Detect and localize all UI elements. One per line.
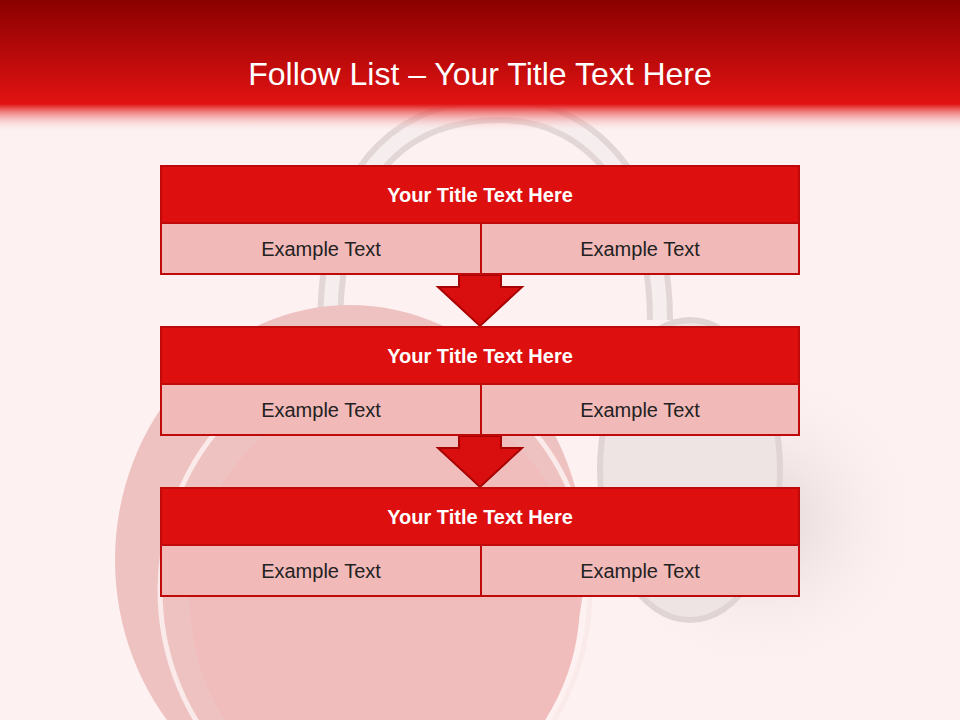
slide-title: Follow List – Your Title Text Here	[0, 52, 960, 96]
box-heading: Your Title Text Here	[162, 167, 798, 224]
list-box: Your Title Text HereExample Text Example …	[160, 326, 800, 436]
cell-text: Example Text	[572, 398, 708, 422]
box-heading: Your Title Text Here	[162, 328, 798, 385]
cell-text: Example Text	[572, 559, 708, 583]
box-heading: Your Title Text Here	[162, 489, 798, 546]
text-cell: Example Text	[162, 385, 480, 434]
cell-text: Example Text	[253, 559, 389, 583]
title-bar	[0, 0, 960, 104]
text-cell: Example Text	[480, 224, 798, 273]
down-arrow	[438, 436, 522, 487]
text-cell: Example Text	[480, 546, 798, 595]
down-arrow	[438, 275, 522, 326]
title-bar-fade	[0, 104, 960, 132]
text-cell: Example Text	[480, 385, 798, 434]
list-box: Your Title Text HereExample Text Example …	[160, 165, 800, 275]
text-cell: Example Text	[162, 224, 480, 273]
cell-text: Example Text	[253, 398, 389, 422]
text-cell: Example Text	[162, 546, 480, 595]
list-box: Your Title Text HereExample Text Example …	[160, 487, 800, 597]
cell-text: Example Text	[572, 237, 708, 261]
cell-text: Example Text	[253, 237, 389, 261]
